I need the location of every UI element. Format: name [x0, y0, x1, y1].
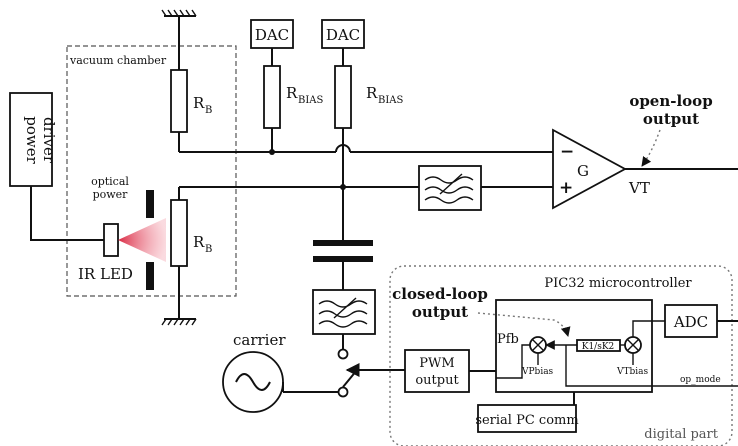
op-amp: − + G VT — [552, 128, 738, 210]
selector-switch — [337, 348, 405, 398]
dac-right: DAC — [321, 19, 365, 49]
svg-text:B: B — [205, 105, 212, 116]
wire-plus-input — [178, 184, 553, 200]
ir-led: IR LED — [78, 223, 133, 283]
svg-text:R: R — [193, 94, 205, 112]
svg-text:DAC: DAC — [326, 26, 360, 44]
ground-bottom — [161, 318, 197, 326]
svg-text:VPbias: VPbias — [521, 367, 554, 377]
filter-lower — [312, 289, 376, 350]
svg-text:R: R — [193, 233, 205, 251]
svg-text:DAC: DAC — [255, 26, 289, 44]
svg-text:VTbias: VTbias — [616, 367, 649, 377]
svg-text:serial PC comm: serial PC comm — [475, 413, 578, 428]
svg-text:output: output — [415, 373, 459, 388]
svg-text:ADC: ADC — [673, 313, 708, 331]
svg-text:PWM: PWM — [419, 356, 454, 371]
svg-text:BIAS: BIAS — [298, 95, 324, 106]
pic32-block: PIC32 microcontroller Pfb VPbias K1/sK2 … — [495, 276, 738, 393]
svg-text:G: G — [577, 162, 589, 180]
ground-top — [161, 9, 197, 17]
svg-text:−: − — [560, 142, 574, 162]
svg-text:open-loop: open-loop — [629, 92, 712, 110]
resistor-rbias-right: R BIAS — [334, 48, 404, 187]
open-loop-output-label: open-loop output — [629, 92, 713, 167]
vt-label: VT — [628, 179, 650, 197]
filter-upper — [418, 165, 482, 211]
vacuum-chamber-label: vacuum chamber — [69, 54, 167, 67]
pwm-output-block: PWM output — [404, 349, 496, 393]
svg-text:op_mode: op_mode — [680, 375, 721, 385]
svg-text:optical: optical — [91, 175, 129, 188]
svg-text:BIAS: BIAS — [378, 95, 404, 106]
serial-pc-comm: serial PC comm — [475, 392, 579, 433]
coupling-capacitor — [313, 187, 373, 290]
svg-text:digital part: digital part — [644, 427, 719, 442]
closed-loop-output-label: closed-loop output — [392, 285, 571, 337]
resistor-rbias-left: R BIAS — [263, 48, 324, 152]
svg-text:driver: driver — [40, 117, 58, 164]
carrier-source: carrier — [222, 331, 338, 413]
svg-text:power: power — [23, 116, 41, 164]
svg-text:K1/sK2: K1/sK2 — [582, 342, 615, 352]
svg-text:R: R — [286, 84, 298, 102]
resistor-rb-top: R B — [170, 16, 212, 152]
digital-part: digital part — [389, 265, 733, 446]
svg-text:IR LED: IR LED — [78, 265, 133, 283]
vacuum-chamber: vacuum chamber — [66, 45, 237, 297]
dac-left: DAC — [250, 19, 294, 49]
svg-text:B: B — [205, 244, 212, 255]
svg-text:output: output — [643, 110, 699, 128]
svg-text:PIC32 microcontroller: PIC32 microcontroller — [544, 276, 692, 291]
svg-text:+: + — [559, 178, 573, 198]
optical-beam: optical power — [91, 175, 166, 290]
resistor-rb-bottom: R B — [170, 199, 212, 319]
svg-text:power: power — [93, 188, 129, 201]
svg-text:output: output — [412, 303, 468, 321]
power-driver: power driver — [9, 92, 104, 241]
wire-minus-input — [179, 144, 553, 155]
svg-text:R: R — [366, 84, 378, 102]
svg-text:closed-loop: closed-loop — [392, 285, 488, 303]
svg-text:carrier: carrier — [233, 331, 286, 349]
svg-text:Pfb: Pfb — [497, 332, 519, 347]
adc-block: ADC — [664, 304, 738, 338]
